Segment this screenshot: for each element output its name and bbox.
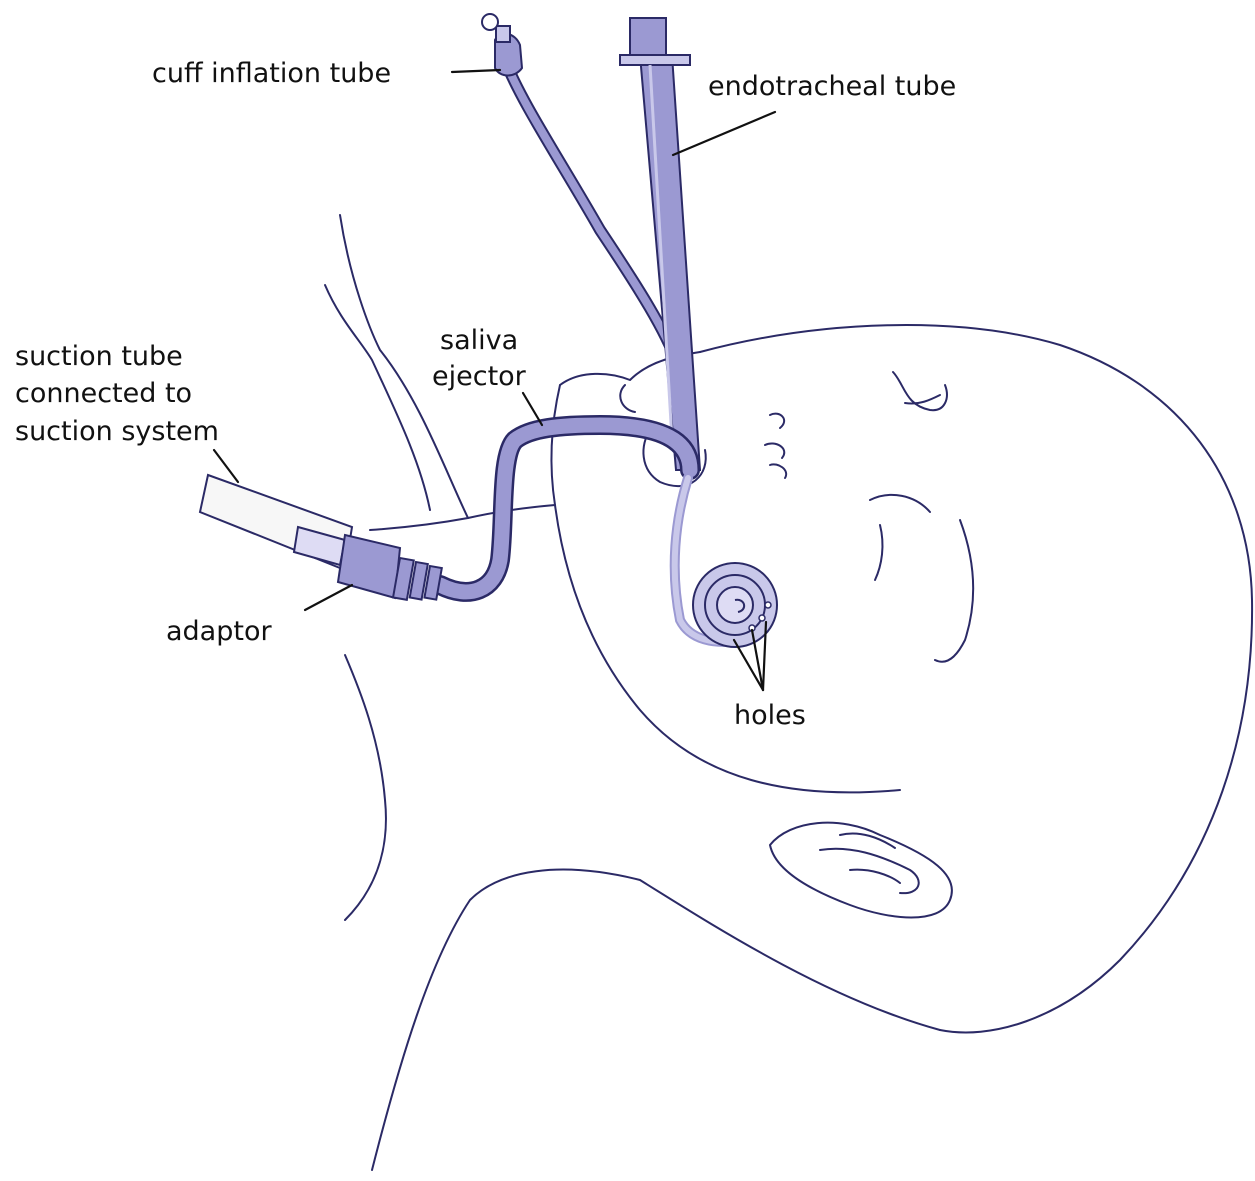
suction-tube bbox=[200, 475, 352, 570]
adaptor bbox=[338, 535, 442, 600]
label-saliva-ejector-line1: saliva bbox=[440, 325, 518, 356]
label-holes: holes bbox=[734, 700, 806, 731]
ear bbox=[770, 823, 952, 918]
label-suction-tube-line2: connected to bbox=[15, 378, 192, 409]
label-saliva-ejector-line2: ejector bbox=[432, 361, 527, 392]
label-suction-tube-line1: suction tube bbox=[15, 341, 183, 372]
leader-adaptor bbox=[305, 585, 352, 610]
label-adaptor: adaptor bbox=[166, 616, 272, 647]
label-suction-tube-line3: suction system bbox=[15, 416, 219, 447]
leader-cuff-inflation-tube bbox=[452, 70, 500, 72]
endotracheal-tube bbox=[620, 18, 700, 470]
label-cuff-inflation-tube: cuff inflation tube bbox=[152, 58, 391, 89]
labels: cuff inflation tube endotracheal tube sa… bbox=[15, 58, 956, 731]
leader-suction-tube bbox=[214, 450, 238, 482]
eye-features bbox=[765, 372, 973, 662]
leader-endotracheal-tube bbox=[673, 112, 775, 155]
leader-saliva-ejector bbox=[523, 393, 542, 425]
label-endotracheal-tube: endotracheal tube bbox=[708, 71, 956, 102]
saliva-ejector bbox=[440, 425, 777, 647]
head-outline bbox=[325, 215, 1252, 1170]
